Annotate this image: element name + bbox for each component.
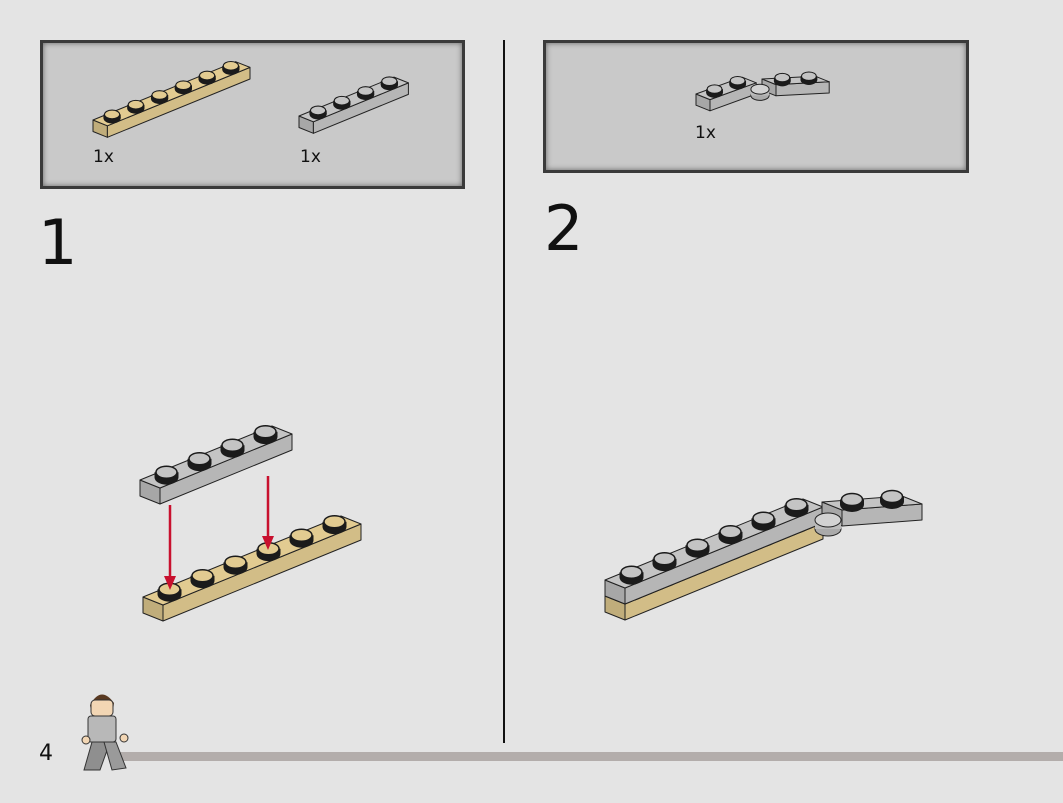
placement-arrow: [164, 505, 176, 590]
stud: [222, 60, 240, 75]
stud: [174, 80, 192, 95]
stud: [718, 525, 743, 545]
stud: [322, 515, 347, 535]
grey-plate-1x4-part: [298, 76, 409, 134]
stud: [729, 75, 747, 90]
stud: [289, 528, 314, 548]
hinge-joint: [814, 512, 842, 537]
stud: [840, 492, 864, 512]
grey-hinge-plate-assembled: [604, 498, 824, 605]
grey-hinge-plate-flap: [821, 489, 923, 527]
stud: [784, 498, 809, 518]
stud: [619, 565, 644, 585]
step-divider: [503, 40, 505, 743]
stud: [773, 72, 791, 87]
stud: [198, 70, 216, 85]
stud: [150, 90, 169, 104]
stud: [187, 452, 212, 472]
part-quantity: 1x: [695, 123, 716, 143]
tan-plate-1x6-part: [92, 60, 251, 138]
stud: [380, 76, 398, 91]
stud: [751, 511, 776, 531]
stud: [652, 552, 677, 572]
grey-plate-1x4: [139, 425, 293, 505]
hinge-plate-base-part: [695, 75, 757, 112]
placement-arrow: [262, 476, 274, 550]
stud: [256, 542, 281, 562]
page-number: 4: [39, 741, 53, 766]
stud: [309, 105, 327, 120]
stud: [154, 465, 179, 485]
stud: [127, 99, 145, 114]
stud: [685, 538, 710, 558]
step-number: 2: [544, 192, 584, 265]
step-number: 1: [38, 206, 78, 279]
stud: [190, 569, 215, 589]
stud: [356, 86, 375, 100]
stud: [706, 84, 723, 98]
stud: [333, 95, 351, 110]
hinge-joint-part: [750, 83, 770, 101]
progress-bar: [110, 752, 1063, 761]
stud: [880, 489, 904, 509]
stud: [800, 71, 818, 85]
step-2-parts-callout: [543, 40, 969, 173]
stud: [223, 555, 248, 575]
part-quantity: 1x: [93, 147, 114, 167]
part-quantity: 1x: [300, 147, 321, 167]
stud: [253, 425, 278, 445]
hinge-plate-top-part: [761, 71, 830, 97]
stud: [103, 109, 121, 124]
minifigure-icon: [81, 694, 129, 771]
stud: [220, 438, 245, 458]
tan-plate-1x6: [142, 515, 362, 622]
